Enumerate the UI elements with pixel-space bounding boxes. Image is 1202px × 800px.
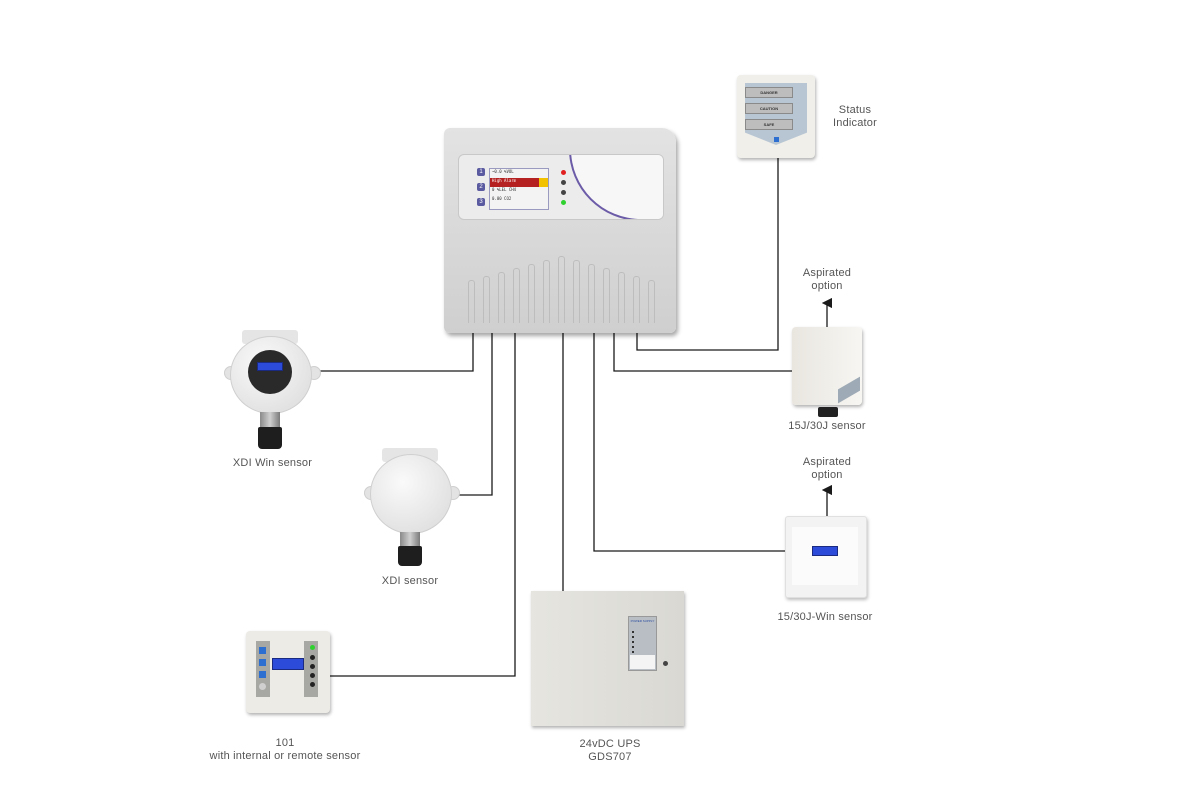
label-line: 24vDC UPS xyxy=(579,738,641,750)
channel-button-2: 2 xyxy=(477,183,485,191)
label-line: option xyxy=(811,469,843,481)
lcd-display xyxy=(257,362,283,371)
sensor-head-icon xyxy=(818,407,838,417)
display-window xyxy=(248,350,292,394)
ups-label: 24vDC UPS GDS707 xyxy=(555,738,665,764)
sensor-face xyxy=(792,527,858,585)
button-icon xyxy=(259,659,266,666)
15-30j-win-sensor-device xyxy=(785,516,867,598)
lock-icon xyxy=(663,661,668,666)
device-101 xyxy=(246,631,330,713)
fault-led-icon xyxy=(561,180,566,185)
danger-lamp: DANGER xyxy=(745,87,793,98)
swoosh-decoration xyxy=(569,155,663,219)
ups-panel-title: POWER SUPPLY xyxy=(630,619,655,623)
control-panel: 1 2 3 ~0.0 %VOL High Alarm 0 %LEL CH4 0.… xyxy=(444,128,676,333)
label-line: Indicator xyxy=(833,117,877,129)
15j-30j-sensor-label: 15J/30J sensor xyxy=(788,420,866,432)
status-indicator-device: DANGER CAUTION SAFE xyxy=(737,75,815,158)
screen-row: ~0.0 %VOL xyxy=(492,169,514,174)
control-panel-face: 1 2 3 ~0.0 %VOL High Alarm 0 %LEL CH4 0.… xyxy=(458,154,664,220)
button-icon xyxy=(259,671,266,678)
screen-row: 0 %LEL CH4 xyxy=(492,187,517,192)
wire-xdi-win xyxy=(317,333,474,372)
power-led-icon xyxy=(310,645,315,650)
status-indicator-label: Status Indicator xyxy=(822,104,888,130)
logo-icon xyxy=(774,137,779,142)
device-101-label: 101 with internal or remote sensor xyxy=(200,737,370,763)
xdi-sensor-label: XDI sensor xyxy=(381,575,439,587)
xdi-sensor-device xyxy=(364,448,460,568)
label-line: with internal or remote sensor xyxy=(209,750,361,762)
ups-status-panel: POWER SUPPLY xyxy=(628,616,657,671)
warning-icon xyxy=(539,178,548,187)
wire-101 xyxy=(330,333,516,677)
sensor-neck xyxy=(400,532,420,548)
caution-lamp: CAUTION xyxy=(745,103,793,114)
sensor-neck xyxy=(260,412,280,428)
status-led-icon xyxy=(310,682,315,687)
ups-led-icon xyxy=(632,636,634,638)
led-strip xyxy=(304,641,318,697)
button-icon xyxy=(259,647,266,654)
inhibit-led-icon xyxy=(561,190,566,195)
ups-led-icon xyxy=(632,646,634,648)
ups-led-icon xyxy=(632,651,634,653)
power-led-icon xyxy=(561,200,566,205)
ups-device: POWER SUPPLY xyxy=(531,591,684,726)
aspirated-option-label-1: Aspirated option xyxy=(787,267,867,293)
wire-xdi xyxy=(458,333,493,496)
label-line: 101 xyxy=(275,737,295,749)
status-led-icon xyxy=(310,673,315,678)
button-strip xyxy=(256,641,270,697)
wire-15j-30j xyxy=(613,328,792,372)
channel-button-3: 3 xyxy=(477,198,485,206)
lcd-display xyxy=(272,658,304,670)
label-line: Aspirated xyxy=(802,267,852,279)
status-led-icon xyxy=(310,664,315,669)
sensor-head-icon xyxy=(398,546,422,566)
screen-row: 0.00 CO2 xyxy=(492,196,512,201)
screen-row-alarm: High Alarm xyxy=(490,178,548,187)
alarm-led-icon xyxy=(561,170,566,175)
sensor-tag xyxy=(838,376,860,404)
15-30j-win-sensor-label: 15/30J-Win sensor xyxy=(777,611,873,623)
ups-label-area xyxy=(630,655,655,669)
lcd-display: ~0.0 %VOL High Alarm 0 %LEL CH4 0.00 CO2 xyxy=(489,168,549,210)
xdi-win-sensor-device xyxy=(224,330,321,449)
xdi-win-sensor-label: XDI Win sensor xyxy=(232,457,313,469)
housing-body xyxy=(370,454,452,534)
wire-15-30j-win xyxy=(593,328,785,552)
status-led-icon xyxy=(310,655,315,660)
wire-status-indicator xyxy=(636,158,779,351)
lcd-display xyxy=(812,546,838,556)
label-line: option xyxy=(811,280,843,292)
label-line: Status xyxy=(838,104,872,116)
ups-led-icon xyxy=(632,631,634,633)
label-line: GDS707 xyxy=(588,751,632,763)
15j-30j-sensor-device xyxy=(792,327,862,417)
label-line: Aspirated xyxy=(802,456,852,468)
ups-led-icon xyxy=(632,641,634,643)
sensor-head-icon xyxy=(258,427,282,449)
safe-lamp: SAFE xyxy=(745,119,793,130)
aspirated-option-label-2: Aspirated option xyxy=(787,456,867,482)
channel-button-1: 1 xyxy=(477,168,485,176)
reset-button-icon xyxy=(259,683,266,690)
